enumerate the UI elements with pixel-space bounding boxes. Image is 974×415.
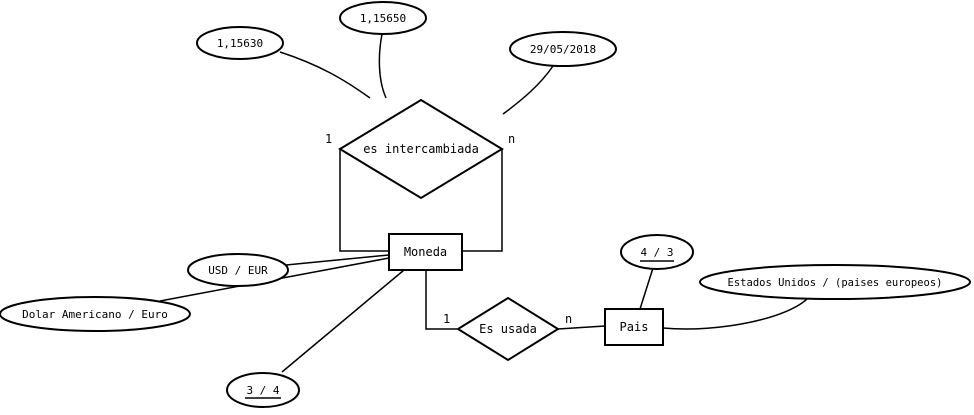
cardinality-intercambiada-left: 1 <box>325 132 332 146</box>
connector-intercambiada-right <box>462 148 503 252</box>
attribute-usd-eur-label: USD / EUR <box>208 264 268 277</box>
attribute-usd-eur[interactable]: USD / EUR <box>187 253 289 287</box>
connector-rate-1 <box>279 51 371 99</box>
connector-intercambiada-left <box>339 148 389 252</box>
attribute-pais-key-label: 4 / 3 <box>640 246 673 259</box>
relationship-es-intercambiada[interactable]: es intercambiada <box>338 98 504 200</box>
connector-usada-pais <box>557 325 606 330</box>
entity-moneda[interactable]: Moneda <box>388 233 463 271</box>
cardinality-usada-left: 1 <box>443 312 450 326</box>
cardinality-usada-right: n <box>565 312 572 326</box>
connector-rate-2 <box>378 33 387 99</box>
connector-pais-key <box>639 267 654 310</box>
relationship-es-usada[interactable]: Es usada <box>456 296 560 362</box>
attribute-date[interactable]: 29/05/2018 <box>509 31 617 67</box>
attribute-pais-key[interactable]: 4 / 3 <box>620 234 694 270</box>
connector-pais-name <box>662 296 810 330</box>
connector-usd-eur <box>285 254 390 266</box>
entity-moneda-label: Moneda <box>404 245 447 259</box>
attribute-dolar-euro-label: Dolar Americano / Euro <box>22 308 168 321</box>
attribute-rate-1[interactable]: 1,15630 <box>196 26 284 60</box>
attribute-rate-2[interactable]: 1,15650 <box>339 1 427 35</box>
connector-date <box>502 65 554 115</box>
connector-moneda-key <box>281 269 405 373</box>
relationship-es-intercambiada-label: es intercambiada <box>363 142 479 156</box>
attribute-dolar-euro[interactable]: Dolar Americano / Euro <box>0 296 191 332</box>
attribute-moneda-key[interactable]: 3 / 4 <box>226 372 300 408</box>
attribute-date-label: 29/05/2018 <box>530 43 596 56</box>
relationship-es-usada-label: Es usada <box>479 322 537 336</box>
entity-pais-label: Pais <box>620 320 649 334</box>
attribute-rate-1-label: 1,15630 <box>217 37 263 50</box>
attribute-pais-name[interactable]: Estados Unidos / (paises europeos) <box>699 264 971 300</box>
connector-moneda-usada <box>425 270 457 330</box>
attribute-pais-name-label: Estados Unidos / (paises europeos) <box>728 277 943 289</box>
entity-pais[interactable]: Pais <box>604 308 664 346</box>
attribute-rate-2-label: 1,15650 <box>360 12 406 25</box>
cardinality-intercambiada-right: n <box>508 132 515 146</box>
attribute-moneda-key-label: 3 / 4 <box>246 384 279 397</box>
